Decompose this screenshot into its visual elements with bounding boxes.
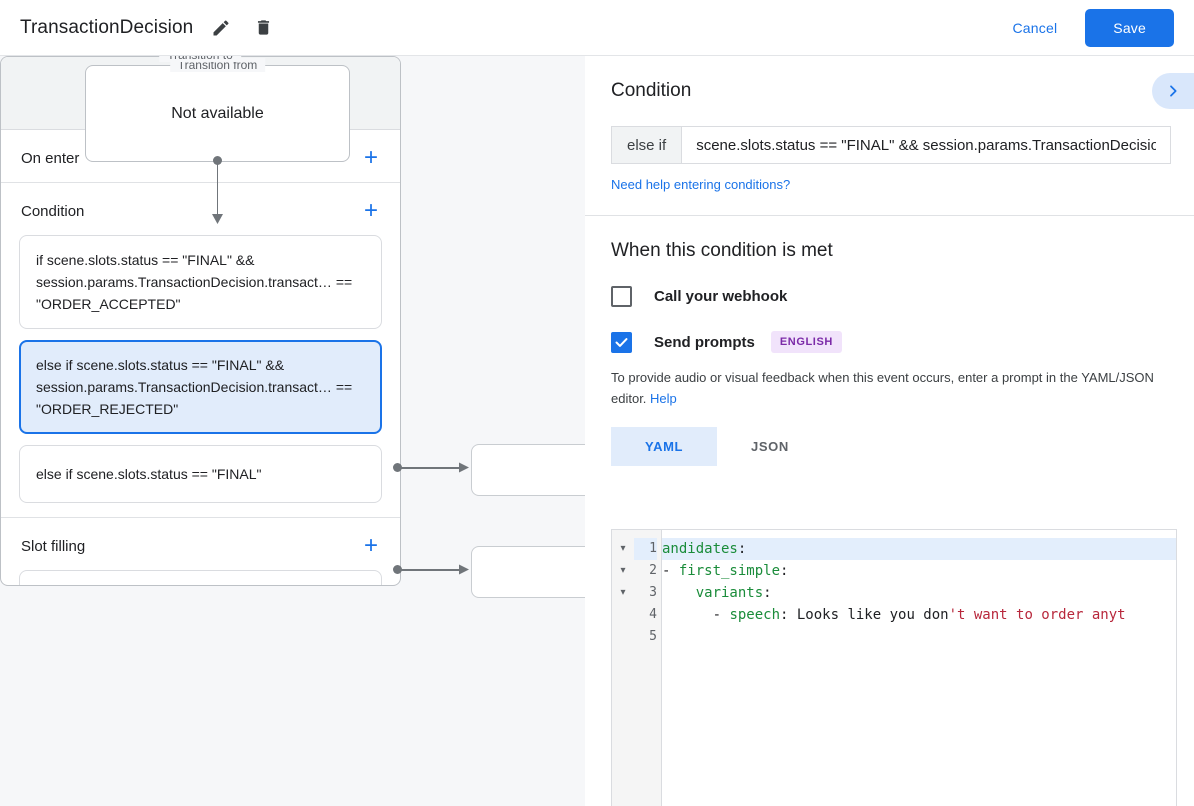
- connector-arrowhead-rejected: [459, 564, 469, 575]
- prompts-hint-body: To provide audio or visual feedback when…: [611, 370, 1154, 406]
- call-webhook-label: Call your webhook: [654, 288, 788, 305]
- yaml-code-editor[interactable]: ▾ ▾ ▾ 1 2 3 4 5 andidates: - first_simpl…: [611, 529, 1177, 806]
- save-button[interactable]: Save: [1085, 8, 1174, 47]
- tab-json[interactable]: JSON: [751, 439, 789, 454]
- section-header-condition: Condition +: [1, 183, 400, 235]
- cancel-button[interactable]: Cancel: [997, 11, 1074, 45]
- page-title: TransactionDecision: [20, 16, 194, 38]
- pencil-icon[interactable]: [207, 14, 235, 42]
- code-token-key: first_simple: [678, 563, 781, 579]
- line-number: 3: [649, 585, 657, 600]
- connector-line-vertical: [216, 160, 218, 216]
- code-line-2: - first_simple:: [662, 560, 1176, 582]
- code-token-dash: -: [662, 563, 679, 579]
- condition-prefix-label: else if: [612, 127, 683, 163]
- transition-to-legend: Transition to: [159, 56, 241, 62]
- panel-actions-section: When this condition is met Call your web…: [585, 216, 1194, 466]
- line-number: 1: [634, 538, 657, 560]
- target-card-accepted[interactable]: [471, 444, 585, 496]
- section-title-condition: Condition: [21, 202, 85, 220]
- section-slot-filling: Slot filling + Slot validation: [1, 518, 400, 585]
- connector-dot-accepted: [393, 463, 402, 472]
- code-line-4: - speech: Looks like you don't want to o…: [662, 604, 1176, 626]
- connector-arrowhead-accepted: [459, 462, 469, 473]
- connector-arrowhead-down: [212, 214, 223, 224]
- editor-fold-gutter[interactable]: ▾ ▾ ▾: [612, 530, 634, 806]
- condition-item-rejected[interactable]: else if scene.slots.status == "FINAL" &&…: [19, 340, 382, 434]
- add-condition-button[interactable]: +: [363, 197, 378, 224]
- chevron-right-icon[interactable]: [1152, 73, 1194, 109]
- code-token-text: Looks like you don: [796, 607, 949, 623]
- send-prompts-row: Send prompts ENGLISH: [611, 331, 1168, 353]
- add-slot-filling-button[interactable]: +: [363, 532, 378, 559]
- transition-from-value: Not available: [171, 104, 264, 122]
- panel-heading: Condition: [611, 80, 692, 101]
- editor-code-area[interactable]: andidates: - first_simple: variants: - s…: [662, 530, 1176, 806]
- call-webhook-checkbox[interactable]: [611, 286, 632, 307]
- when-condition-met-heading: When this condition is met: [611, 240, 833, 261]
- editor-format-tabs: YAML JSON: [611, 427, 1168, 466]
- connector-dot-rejected: [393, 565, 402, 574]
- slot-filling-list: Slot validation: [1, 570, 400, 585]
- condition-list: if scene.slots.status == "FINAL" && sess…: [1, 235, 400, 517]
- code-token-indent: -: [662, 607, 730, 623]
- panel-divider: [585, 215, 1194, 216]
- connector-line-accepted: [401, 467, 459, 469]
- send-prompts-checkbox[interactable]: [611, 331, 632, 353]
- code-token-key: andidates: [662, 541, 738, 557]
- panel-top-section: Condition else if Need help entering con…: [585, 56, 1194, 216]
- code-line-3: variants:: [662, 582, 1176, 604]
- line-number: 5: [649, 629, 657, 644]
- section-on-enter: On enter +: [1, 130, 400, 183]
- connector-line-rejected: [401, 569, 459, 571]
- code-token-punct: :: [737, 541, 747, 557]
- flow-canvas: Transition from Not available Transition…: [0, 56, 585, 806]
- transition-from-card: Transition from Not available: [85, 58, 350, 162]
- condition-item-accepted[interactable]: if scene.slots.status == "FINAL" && sess…: [19, 235, 382, 329]
- section-condition: Condition + if scene.slots.status == "FI…: [1, 183, 400, 518]
- code-token-punct: :: [780, 563, 789, 579]
- line-number: 2: [649, 563, 657, 578]
- code-token-key: variants: [695, 585, 764, 601]
- prompts-help-link[interactable]: Help: [650, 391, 677, 406]
- fold-toggle-3[interactable]: ▾: [620, 587, 626, 598]
- section-title-on-enter: On enter: [21, 149, 80, 167]
- line-number: 4: [649, 607, 657, 622]
- code-token-string: 't want to order anyt: [948, 607, 1126, 623]
- tab-yaml[interactable]: YAML: [611, 427, 718, 466]
- editor-line-numbers: 1 2 3 4 5: [634, 530, 662, 806]
- section-title-slot-filling: Slot filling: [21, 537, 86, 555]
- slot-validation-item[interactable]: Slot validation: [19, 570, 382, 585]
- section-header-on-enter: On enter +: [1, 130, 400, 182]
- condition-input[interactable]: [682, 127, 1170, 163]
- code-token-punct: :: [763, 585, 772, 601]
- top-bar: TransactionDecision Cancel Save: [0, 0, 1194, 56]
- language-badge: ENGLISH: [770, 331, 842, 353]
- fold-toggle-2[interactable]: ▾: [620, 565, 626, 576]
- section-header-slot-filling: Slot filling +: [1, 518, 400, 570]
- code-token-indent: [662, 585, 696, 601]
- code-line-1: andidates:: [662, 538, 1176, 560]
- prompts-hint-text: To provide audio or visual feedback when…: [611, 367, 1181, 409]
- webhook-row: Call your webhook: [611, 286, 1168, 307]
- condition-help-link[interactable]: Need help entering conditions?: [611, 177, 791, 192]
- code-token-key: speech: [729, 607, 781, 623]
- trash-icon[interactable]: [249, 14, 277, 42]
- condition-input-row: else if: [611, 126, 1171, 164]
- code-line-5: [662, 626, 1176, 648]
- condition-item-final[interactable]: else if scene.slots.status == "FINAL": [19, 445, 382, 503]
- fold-toggle-1[interactable]: ▾: [620, 543, 626, 554]
- code-token-punct: :: [780, 607, 797, 623]
- add-on-enter-button[interactable]: +: [363, 144, 378, 171]
- send-prompts-label: Send prompts: [654, 333, 755, 351]
- target-card-rejected[interactable]: [471, 546, 585, 598]
